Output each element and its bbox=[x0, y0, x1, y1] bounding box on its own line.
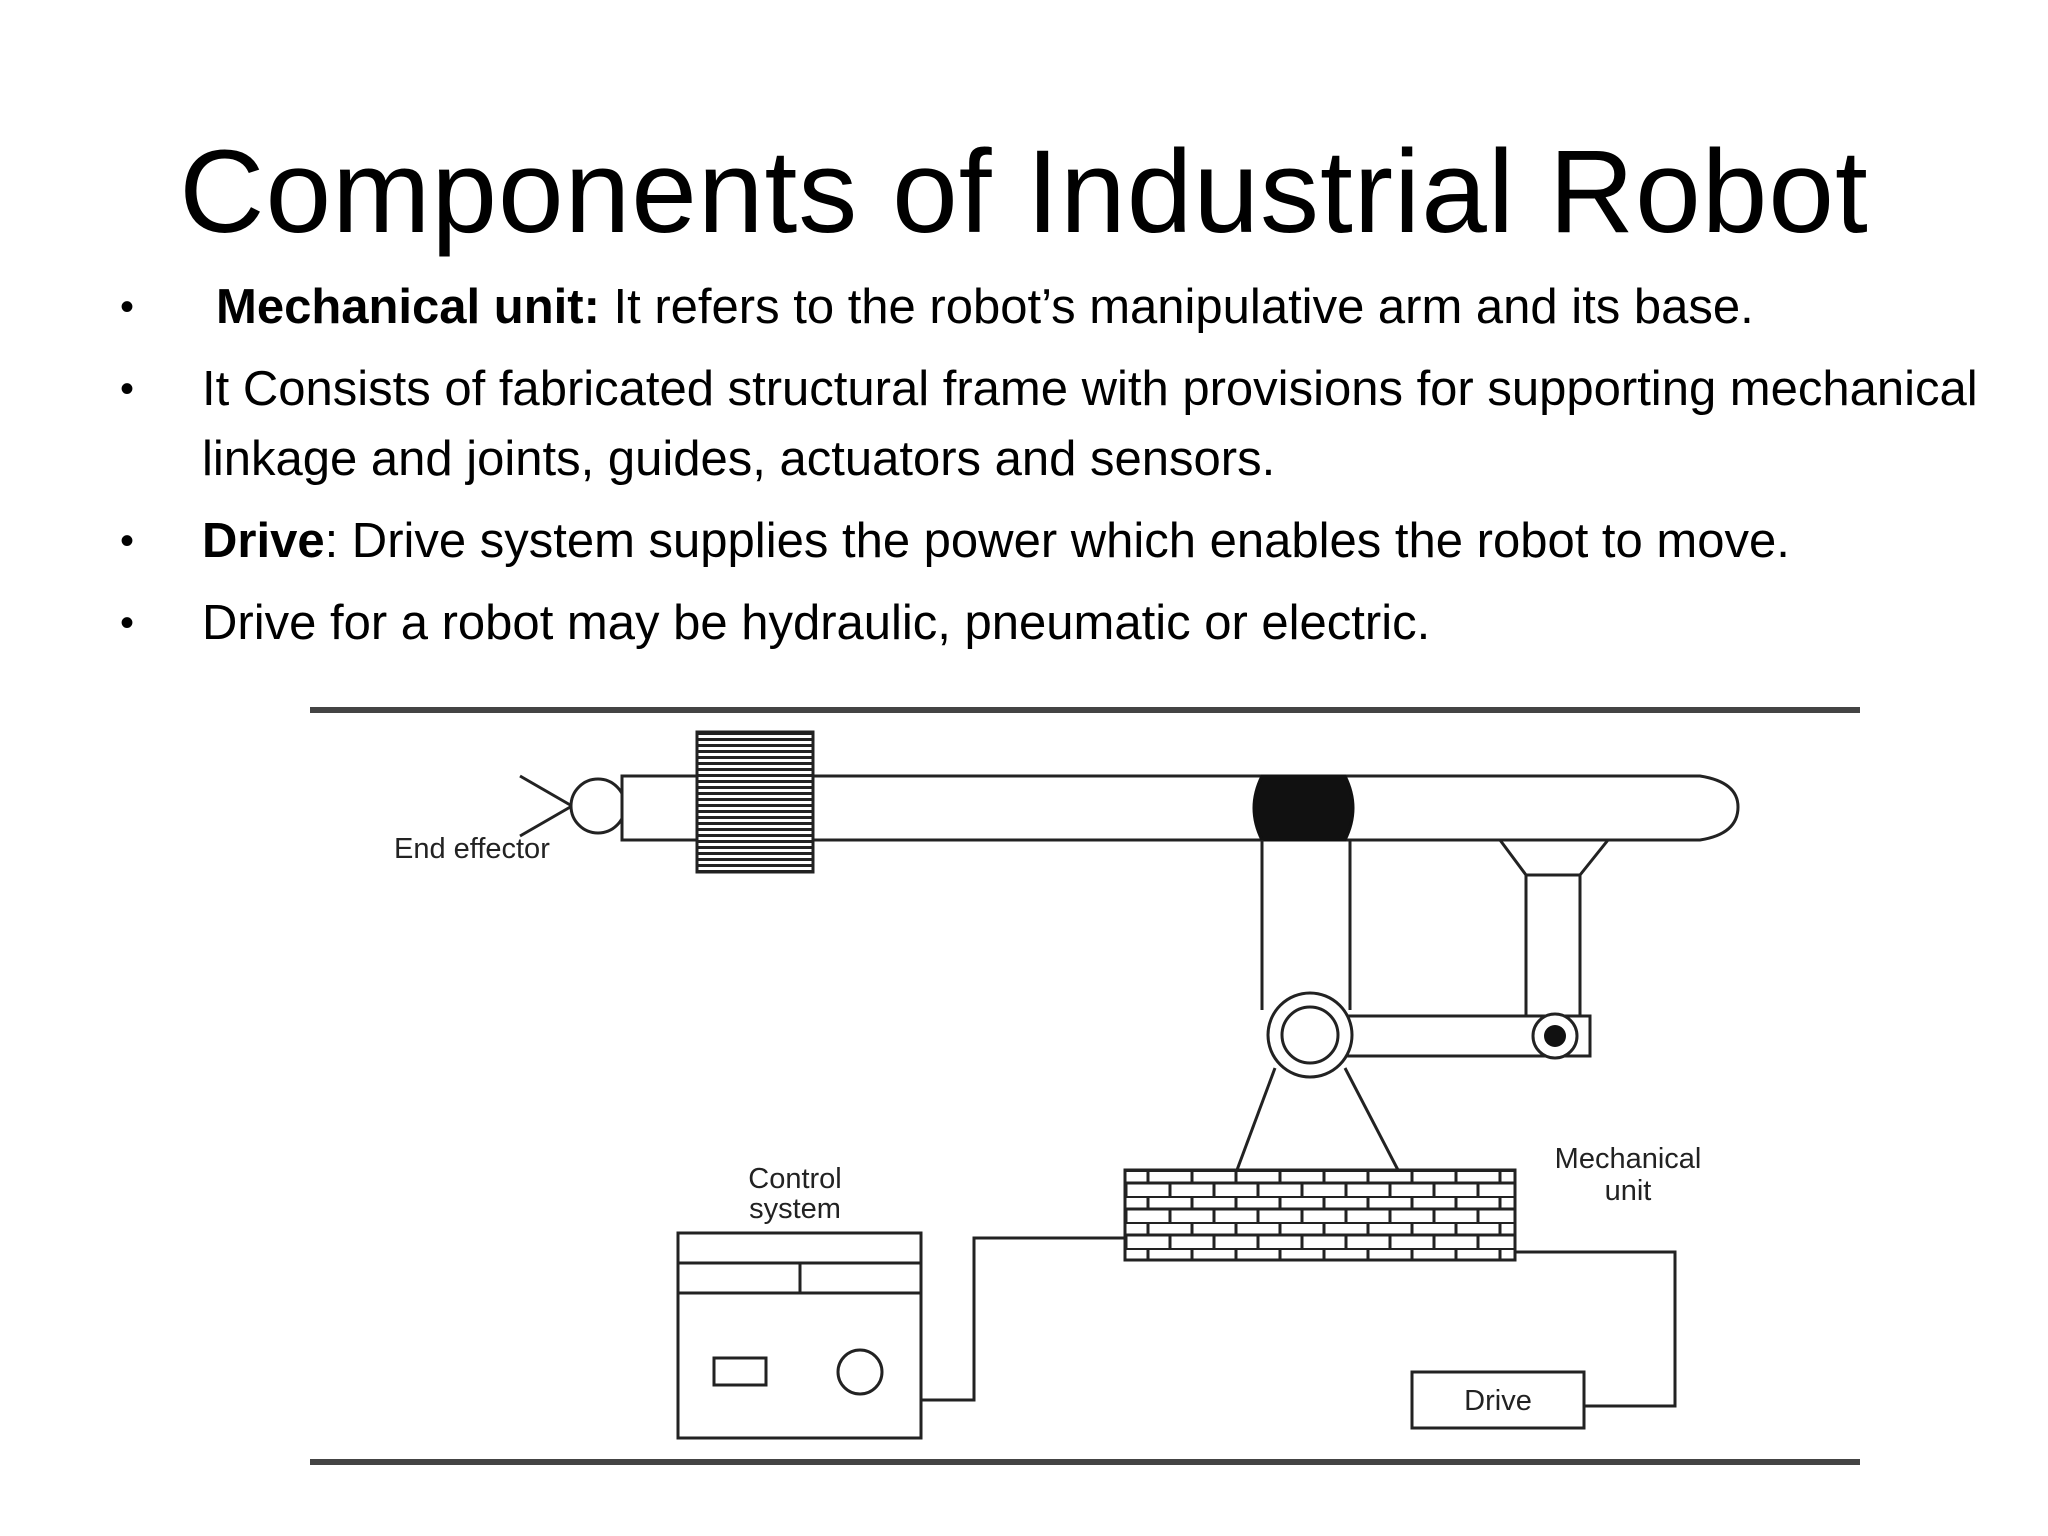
base-legs bbox=[1235, 1067, 1400, 1171]
label-mechanical-unit: Mechanical bbox=[1555, 1143, 1702, 1175]
arm-column bbox=[1260, 840, 1352, 1010]
control-system-box bbox=[676, 1231, 923, 1440]
term-mechanical-unit: Mechanical unit: bbox=[216, 280, 600, 334]
bullet-drive: • Drive: Drive system supplies the power … bbox=[120, 506, 1980, 576]
slide-title: Components of Industrial Robot bbox=[179, 126, 1869, 258]
bullet-mechanical-unit: • Mechanical unit: It refers to the robot… bbox=[120, 272, 1980, 342]
bullet-icon: • bbox=[120, 285, 135, 329]
bullet-structural-frame: • It Consists of fabricated structural fr… bbox=[120, 354, 1980, 494]
end-effector bbox=[519, 774, 627, 838]
bullet-icon: • bbox=[120, 367, 135, 411]
wrist-actuator bbox=[695, 730, 815, 874]
label-mechanical-unit-2: unit bbox=[1605, 1175, 1652, 1207]
wiring bbox=[921, 1236, 1677, 1408]
drive-box bbox=[1410, 1370, 1586, 1430]
robot-arm bbox=[620, 774, 1740, 842]
label-control-system-2: system bbox=[749, 1193, 841, 1225]
bullet-icon: • bbox=[120, 519, 135, 563]
term-drive: Drive bbox=[202, 514, 325, 568]
label-end-effector: End effector bbox=[394, 833, 550, 865]
bullet-text: It Consists of fabricated structural fra… bbox=[202, 362, 1978, 486]
rear-support bbox=[1497, 838, 1612, 1030]
label-drive: Drive bbox=[1464, 1385, 1532, 1417]
bullet-text: Drive for a robot may be hydraulic, pneu… bbox=[202, 596, 1431, 650]
shoulder-joint bbox=[1252, 774, 1355, 842]
label-control-system: Control bbox=[748, 1163, 842, 1195]
robot-base bbox=[1123, 1168, 1517, 1262]
bullet-icon: • bbox=[120, 601, 135, 645]
bullet-drive-types: • Drive for a robot may be hydraulic, pne… bbox=[120, 588, 1980, 658]
bullet-text: : Drive system supplies the power which … bbox=[324, 514, 1790, 568]
bullet-text: It refers to the robot’s manipulative ar… bbox=[599, 280, 1754, 334]
bullet-list: • Mechanical unit: It refers to the robot… bbox=[120, 272, 1980, 670]
